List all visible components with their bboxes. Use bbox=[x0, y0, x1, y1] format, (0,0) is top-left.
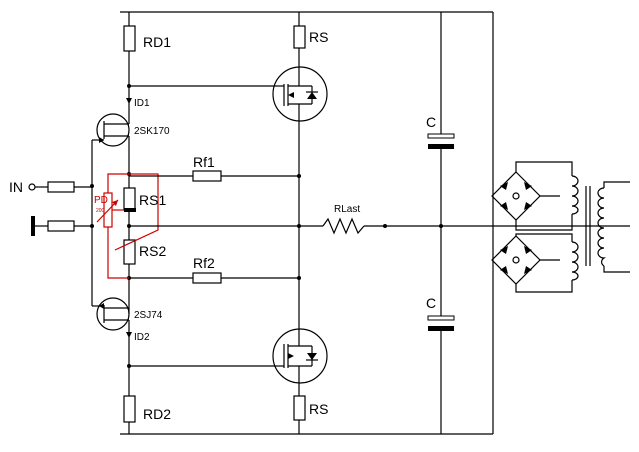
jfet-gate-arrow bbox=[99, 137, 104, 143]
trim-wire-top bbox=[107, 173, 129, 193]
capacitor-top-plate-b bbox=[428, 144, 454, 149]
label-rlast: RLast bbox=[334, 204, 360, 215]
bridge-top-ac1 bbox=[515, 161, 573, 176]
resistor-rlast bbox=[322, 217, 365, 235]
junction-dot bbox=[297, 276, 301, 280]
transformer-secondary-bottom bbox=[571, 241, 579, 281]
junction-dot bbox=[90, 224, 94, 228]
mosfet-bottom-symbol bbox=[272, 328, 328, 384]
label-2sk170: 2SK170 bbox=[134, 126, 170, 137]
input-terminal bbox=[28, 183, 36, 191]
capacitor-bottom-plate-a bbox=[427, 315, 455, 321]
bridge-bottom-ac2 bbox=[515, 280, 573, 293]
label-rs2: RS2 bbox=[139, 243, 166, 259]
resistor-rf1 bbox=[192, 170, 222, 182]
mosfet-arrow bbox=[288, 92, 294, 98]
label-rs1: RS1 bbox=[139, 192, 166, 208]
jfet-gate-arrow bbox=[99, 303, 104, 309]
mosfet-arrow bbox=[288, 353, 294, 359]
ground-resistor bbox=[47, 220, 75, 232]
bridge-top-ac2 bbox=[515, 214, 573, 231]
resistor-rd2 bbox=[123, 395, 136, 423]
resistor-rs-top bbox=[293, 25, 306, 49]
jfet-2sk170-symbol bbox=[96, 113, 130, 147]
trim-wire-bottom bbox=[107, 227, 129, 279]
resistor-rf2 bbox=[192, 272, 222, 284]
input-resistor bbox=[47, 181, 75, 193]
primary-lead-bottom bbox=[603, 266, 630, 273]
trim-wiper-bar bbox=[124, 208, 136, 212]
transformer-primary bbox=[597, 187, 607, 267]
transformer-secondary-top bbox=[571, 175, 579, 215]
label-rs-top: RS bbox=[309, 29, 328, 45]
label-rd1: RD1 bbox=[143, 34, 171, 50]
label-rd2: RD2 bbox=[143, 406, 171, 422]
label-c-bottom: C bbox=[426, 295, 436, 311]
trimmer-arrow-head bbox=[112, 200, 118, 206]
resistor-rs-bottom bbox=[293, 395, 306, 421]
bridge-rectifier-bottom bbox=[491, 235, 541, 285]
label-pd: PD bbox=[94, 195, 108, 206]
resistor-rs1 bbox=[123, 187, 136, 211]
label-input: IN bbox=[9, 179, 23, 195]
current-arrow-id1 bbox=[126, 98, 132, 104]
junction-dot bbox=[297, 174, 301, 178]
ground-symbol bbox=[31, 216, 35, 236]
label-c-top: C bbox=[426, 114, 436, 130]
mosfet-body-diode bbox=[307, 92, 317, 99]
label-rf1: Rf1 bbox=[193, 154, 215, 170]
label-id1: ID1 bbox=[134, 98, 150, 109]
label-rs-bottom: RS bbox=[309, 401, 328, 417]
label-2sj74: 2SJ74 bbox=[134, 310, 163, 321]
current-arrow-id2 bbox=[126, 332, 132, 338]
mosfet-top-symbol bbox=[272, 66, 328, 122]
capacitor-top-plate-a bbox=[427, 133, 455, 139]
primary-lead-top bbox=[603, 181, 630, 188]
capacitor-bottom-plate-b bbox=[428, 326, 454, 331]
bridge-bottom-ac1 bbox=[515, 233, 573, 242]
resistor-rd1 bbox=[123, 25, 136, 52]
bridge-rectifier-top bbox=[491, 171, 541, 221]
jfet-2sj74-symbol bbox=[96, 297, 130, 331]
label-pd-value: 200 bbox=[96, 208, 105, 214]
output-junction bbox=[383, 224, 387, 228]
label-id2: ID2 bbox=[134, 332, 150, 343]
label-rf2: Rf2 bbox=[193, 255, 215, 271]
mosfet-body-diode bbox=[307, 353, 317, 360]
trim-feedback-wire bbox=[114, 173, 159, 251]
